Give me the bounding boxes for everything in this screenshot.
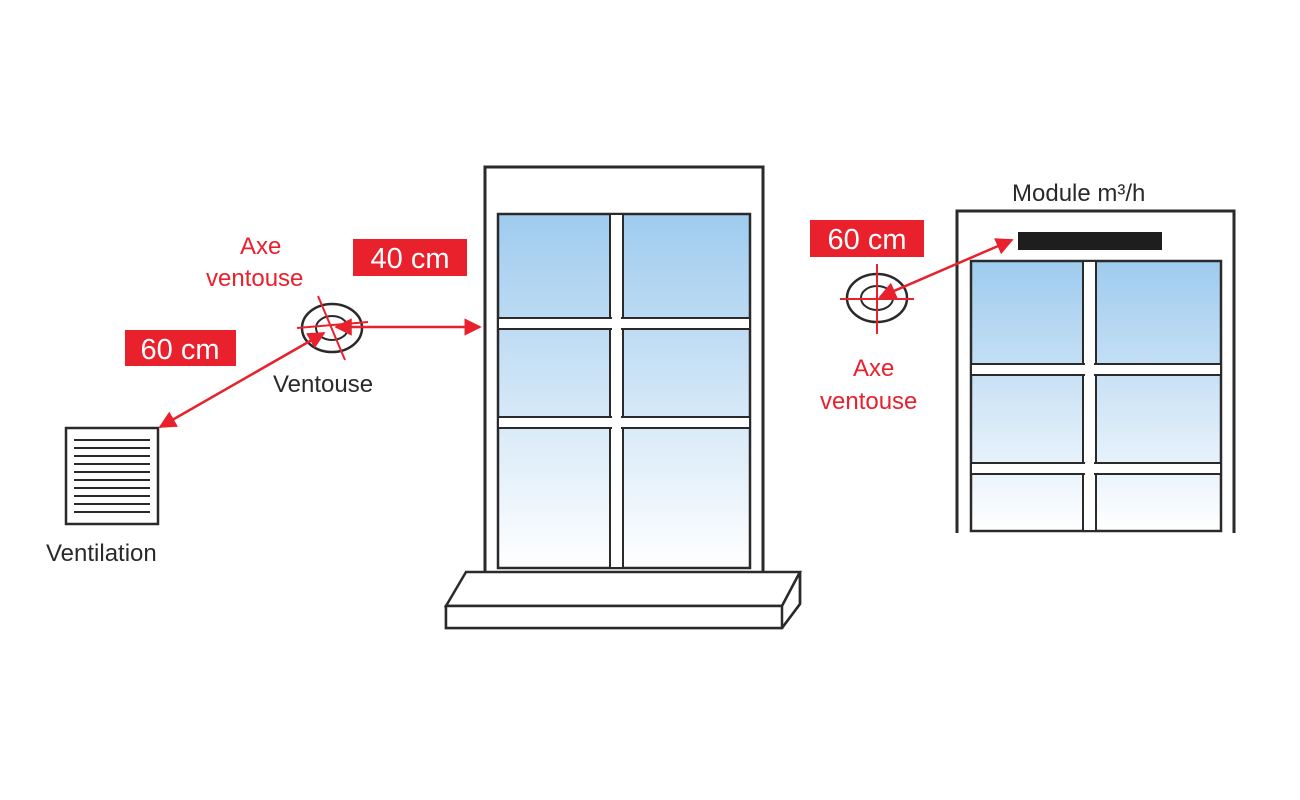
distance-badge-module-text: 60 cm: [828, 224, 907, 256]
distance-badge-window-text: 40 cm: [371, 243, 450, 275]
module-bar-icon: [1018, 232, 1162, 250]
module-label: Module m³/h: [1012, 180, 1145, 207]
ventilation-grille-icon: [64, 426, 160, 526]
distance-badge-window: 40 cm: [353, 239, 467, 276]
axe-ventouse-label-left-line2: ventouse: [206, 265, 303, 292]
distance-arrow-module: [878, 238, 1014, 299]
axe-ventouse-label-right-line2: ventouse: [820, 388, 917, 415]
right-window-icon: [950, 209, 1242, 543]
axe-ventouse-label-right-line1: Axe: [853, 355, 894, 382]
ventouse-icon-right: [840, 264, 914, 334]
distance-badge-ventilation: 60 cm: [125, 330, 236, 366]
distance-arrow-ventilation: [158, 331, 326, 429]
distance-badge-module: 60 cm: [810, 220, 924, 257]
window-icon: [443, 165, 803, 630]
distance-badge-ventilation-text: 60 cm: [141, 334, 220, 366]
ventouse-label: Ventouse: [273, 371, 373, 398]
axe-ventouse-label-left-line1: Axe: [240, 233, 281, 260]
ventilation-label: Ventilation: [46, 540, 157, 567]
